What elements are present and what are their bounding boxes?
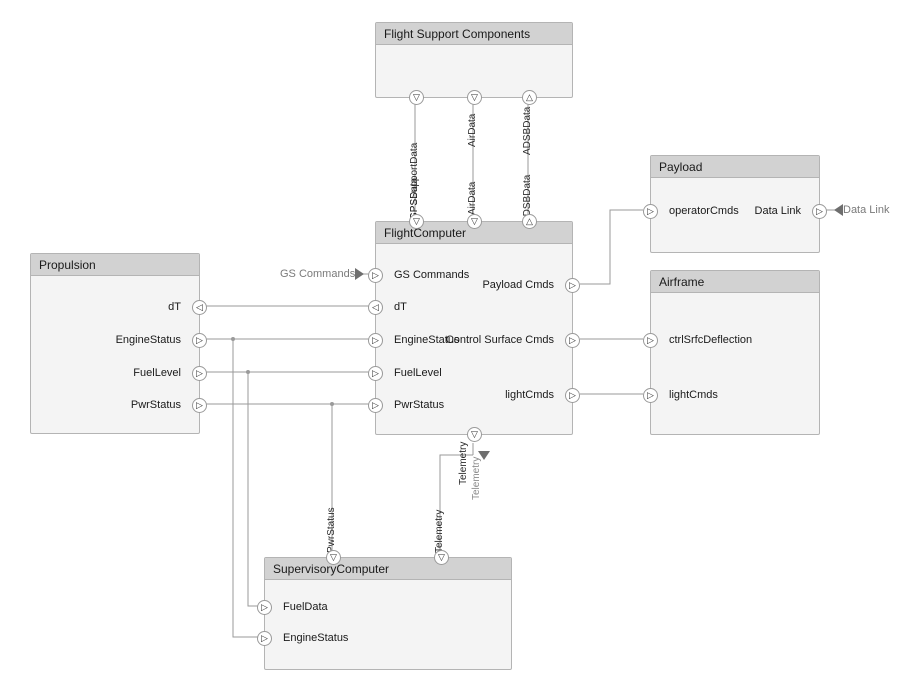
port-airframe-lightcmds[interactable]: ▷ [643,388,658,403]
port-label-fc-dt: dT [394,301,407,313]
port-payload-datalink[interactable]: ▷ [812,204,827,219]
external-port-telemetry[interactable] [478,448,490,462]
port-label-propulsion-dt: dT [168,301,181,313]
port-fc-top-gpsdata[interactable]: ▽ [409,214,424,229]
port-label-propulsion-enginestatus: EngineStatus [115,334,181,346]
port-label-fc-control-surface-cmds: Control Surface Cmds [445,334,554,346]
external-port-label-data-link: Data Link [843,204,890,216]
port-fc-in-fuellevel[interactable]: ▷ [368,366,383,381]
block-title-propulsion: Propulsion [31,254,199,276]
port-propulsion-fuellevel[interactable]: ▷ [192,366,207,381]
arrow-right-icon [355,268,365,281]
port-sc-top-telemetry[interactable]: ▽ [434,550,449,565]
port-label-fc-fuellevel: FuelLevel [394,367,442,379]
port-label-fc-enginestatus: EngineStatus [394,334,460,346]
port-fsc-gpsdata[interactable]: ▽ [409,90,424,105]
signal-label-pwrstatus: PwrStatus [326,507,337,553]
signal-label-telemetry-external: Telemetry [471,456,482,500]
port-label-payload-datalink: Data Link [754,205,801,217]
arrow-left-icon [834,204,843,217]
port-label-propulsion-pwrstatus: PwrStatus [130,399,181,411]
block-supervisory-computer[interactable]: SupervisoryComputer ▽ ▽ ▷ FuelData ▷ Eng… [257,550,512,670]
block-propulsion[interactable]: Propulsion ◁ dT ▷ EngineStatus ▷ FuelLev… [30,253,207,434]
port-label-propulsion-fuellevel: FuelLevel [133,367,181,379]
port-fc-in-dt[interactable]: ◁ [368,300,383,315]
signal-label-telemetry-lower: Telemetry [434,509,445,553]
port-sc-in-enginestatus[interactable]: ▷ [257,631,272,646]
port-fc-out-control-surface-cmds[interactable]: ▷ [565,333,580,348]
port-label-airframe-lightcmds: lightCmds [669,389,718,401]
wire-telemetry-to-supervisory [439,454,473,557]
port-fc-top-adsbdata[interactable]: △ [522,214,537,229]
signal-label-airdata-top: AirData [467,113,478,147]
wire-payload-cmds [580,209,643,285]
port-label-airframe-ctrlsrfcdeflection: ctrlSrfcDeflection [669,334,753,346]
port-fsc-adsbdata[interactable]: △ [522,90,537,105]
port-propulsion-enginestatus[interactable]: ▷ [192,333,207,348]
block-airframe[interactable]: Airframe ▷ ctrlSrfcDeflection ▷ lightCmd… [643,270,820,435]
signal-label-telemetry-upper: Telemetry [458,441,469,485]
block-payload[interactable]: Payload ▷ operatorCmds ▷ Data Link [643,155,827,253]
signal-label-airdata-bottom: AirData [467,181,478,215]
port-label-fc-pwrstatus: PwrStatus [394,399,445,411]
port-sc-in-fueldata[interactable]: ▷ [257,600,272,615]
port-label-fc-payload-cmds: Payload Cmds [482,279,554,291]
port-airframe-ctrlsrfcdeflection[interactable]: ▷ [643,333,658,348]
port-label-payload-operatorcmds: operatorCmds [669,205,739,217]
arrow-down-icon [478,450,490,460]
port-label-sc-enginestatus: EngineStatus [283,632,349,644]
block-title-flight-computer: FlightComputer [376,222,572,244]
wire-fuellevel-branch [247,372,258,607]
port-label-fc-gs-commands: GS Commands [394,269,470,281]
block-title-supervisory-computer: SupervisoryComputer [265,558,511,580]
block-flight-computer[interactable]: FlightComputer ▽ ▽ △ ▷ GS Commands ◁ dT … [368,214,580,442]
port-payload-operatorcmds[interactable]: ▷ [643,204,658,219]
port-fc-in-enginestatus[interactable]: ▷ [368,333,383,348]
port-fc-out-payload-cmds[interactable]: ▷ [565,278,580,293]
external-port-gs-commands[interactable]: GS Commands [280,267,365,281]
block-title-airframe: Airframe [651,271,819,293]
block-title-payload: Payload [651,156,819,178]
port-propulsion-dt[interactable]: ◁ [192,300,207,315]
port-sc-top-pwrstatus[interactable]: ▽ [326,550,341,565]
signal-label-adsbdata-top: ADSBData [522,106,533,155]
block-flight-support-components[interactable]: Flight Support Components ▽ ▽ △ [375,22,573,105]
signal-label-gpssupportdata: GPSSupportData [409,142,420,220]
external-port-data-link[interactable]: Data Link [834,203,889,217]
port-label-fc-lightcmds: lightCmds [505,389,554,401]
port-fc-top-airdata[interactable]: ▽ [467,214,482,229]
port-fsc-airdata[interactable]: ▽ [467,90,482,105]
block-title-flight-support-components: Flight Support Components [376,23,572,45]
wire-enginestatus-branch [232,339,258,638]
port-fc-bottom-telemetry[interactable]: ▽ [467,427,482,442]
port-label-sc-fueldata: FuelData [283,601,328,613]
port-fc-out-lightcmds[interactable]: ▷ [565,388,580,403]
wire-junction-dots [231,337,334,406]
port-fc-in-pwrstatus[interactable]: ▷ [368,398,383,413]
external-port-label-gs-commands: GS Commands [280,268,356,280]
port-propulsion-pwrstatus[interactable]: ▷ [192,398,207,413]
port-fc-in-gs-commands[interactable]: ▷ [368,268,383,283]
